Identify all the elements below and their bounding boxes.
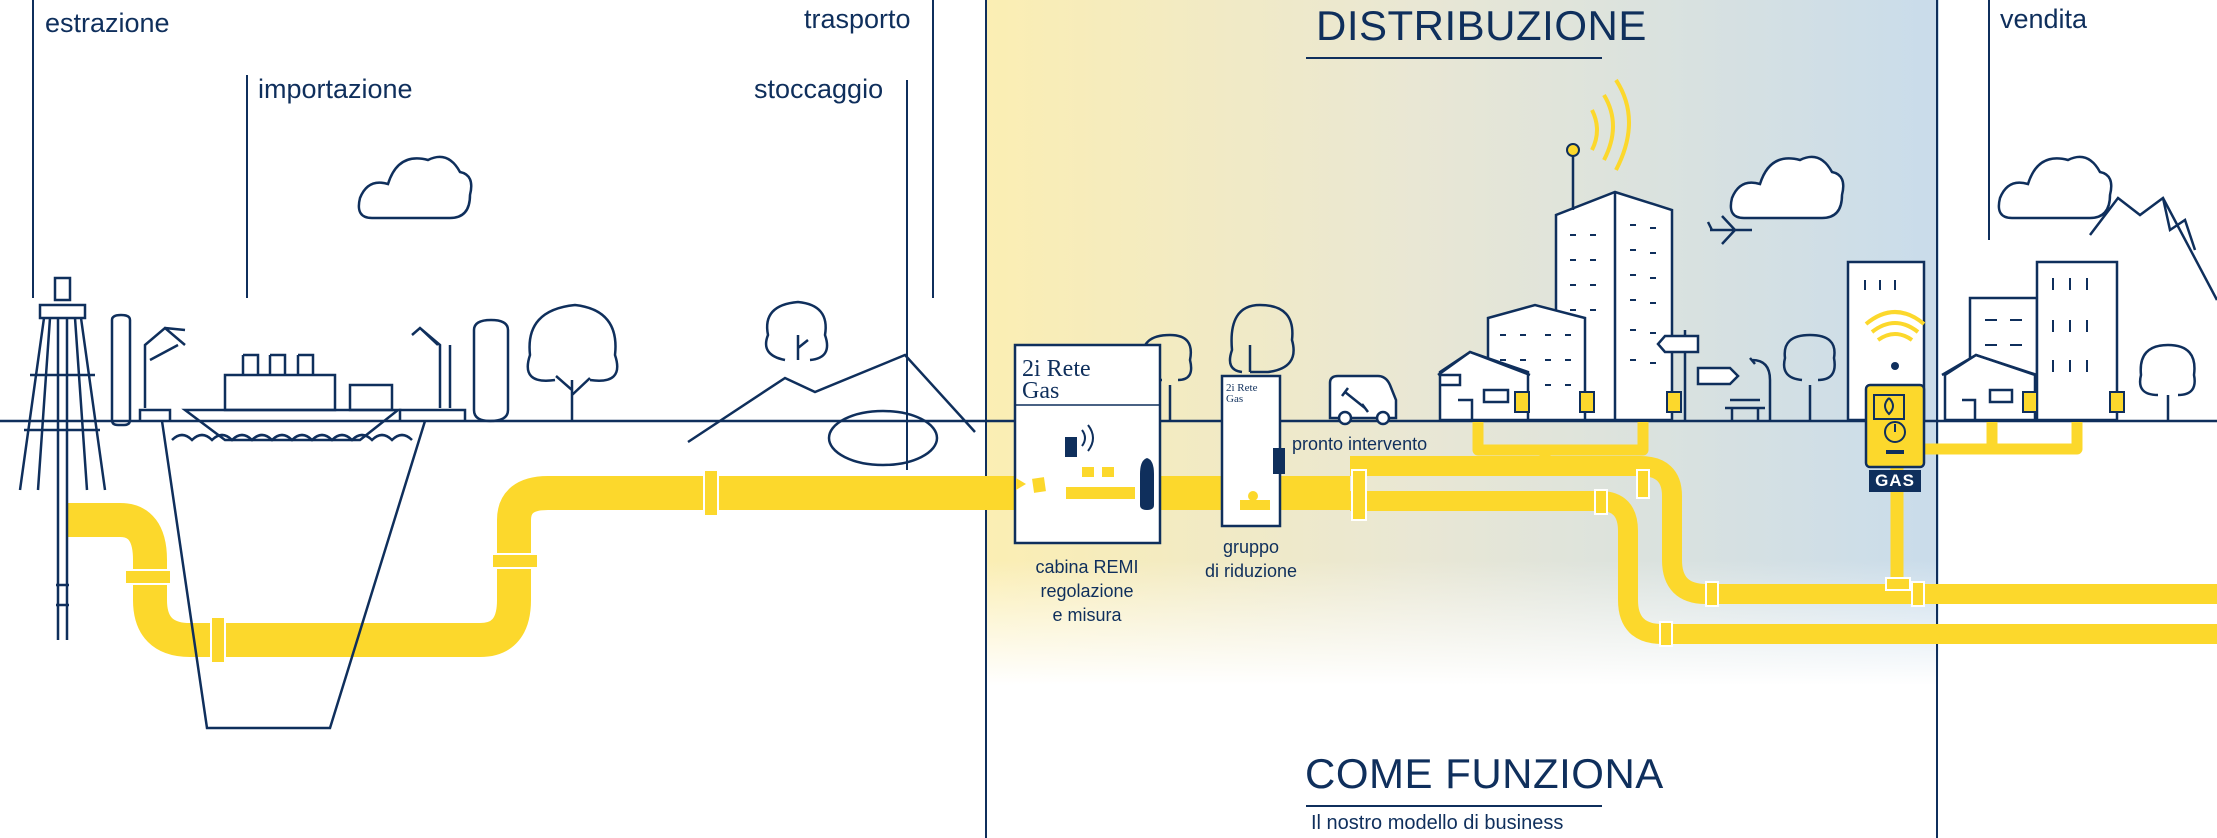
airplane-icon [1706,215,1752,245]
antenna-signal [1566,78,1631,210]
label-vendita: vendita [2000,4,2088,34]
gas-pipeline [68,380,2217,657]
footer-title-underline [1306,805,1602,807]
label-importazione: importazione [258,74,413,104]
smart-meter [1864,310,1926,469]
street-furniture [1656,330,1765,421]
cabina-remi [1013,343,1162,545]
lng-terminal [138,318,510,730]
footer-subtitle: Il nostro modello di business [1311,812,1564,834]
label-trasporto: trasporto [804,4,911,34]
pipe-flanges [124,469,1925,664]
footer-title: COME FUNZIONA [1305,750,1664,797]
drilling-rig [18,276,132,640]
storage-hill [687,353,976,467]
gas-meters [1514,391,2125,413]
mountains [2089,196,2217,301]
gas-meter-tag: GAS [1869,470,1921,492]
label-leader-lines [32,0,1990,470]
label-stoccaggio: stoccaggio [754,74,884,104]
distribution-zone-fade [986,560,1939,838]
label-gruppo-riduzione: gruppo di riduzione [1204,537,1298,581]
label-estrazione: estrazione [45,8,170,38]
building-windows [1500,224,2088,386]
service-van [1328,374,1398,426]
gruppo-riduzione [1220,374,1285,528]
distribuzione-underline [1306,57,1602,59]
clouds [357,155,2113,220]
label-pronto-intervento: pronto intervento [1292,434,1428,454]
label-distribuzione: DISTRIBUZIONE [1316,2,1647,49]
section-dividers [985,0,1938,838]
town-buildings [1437,190,2119,422]
label-cabina-remi: cabina REMI regolazione e misura [1035,557,1139,625]
